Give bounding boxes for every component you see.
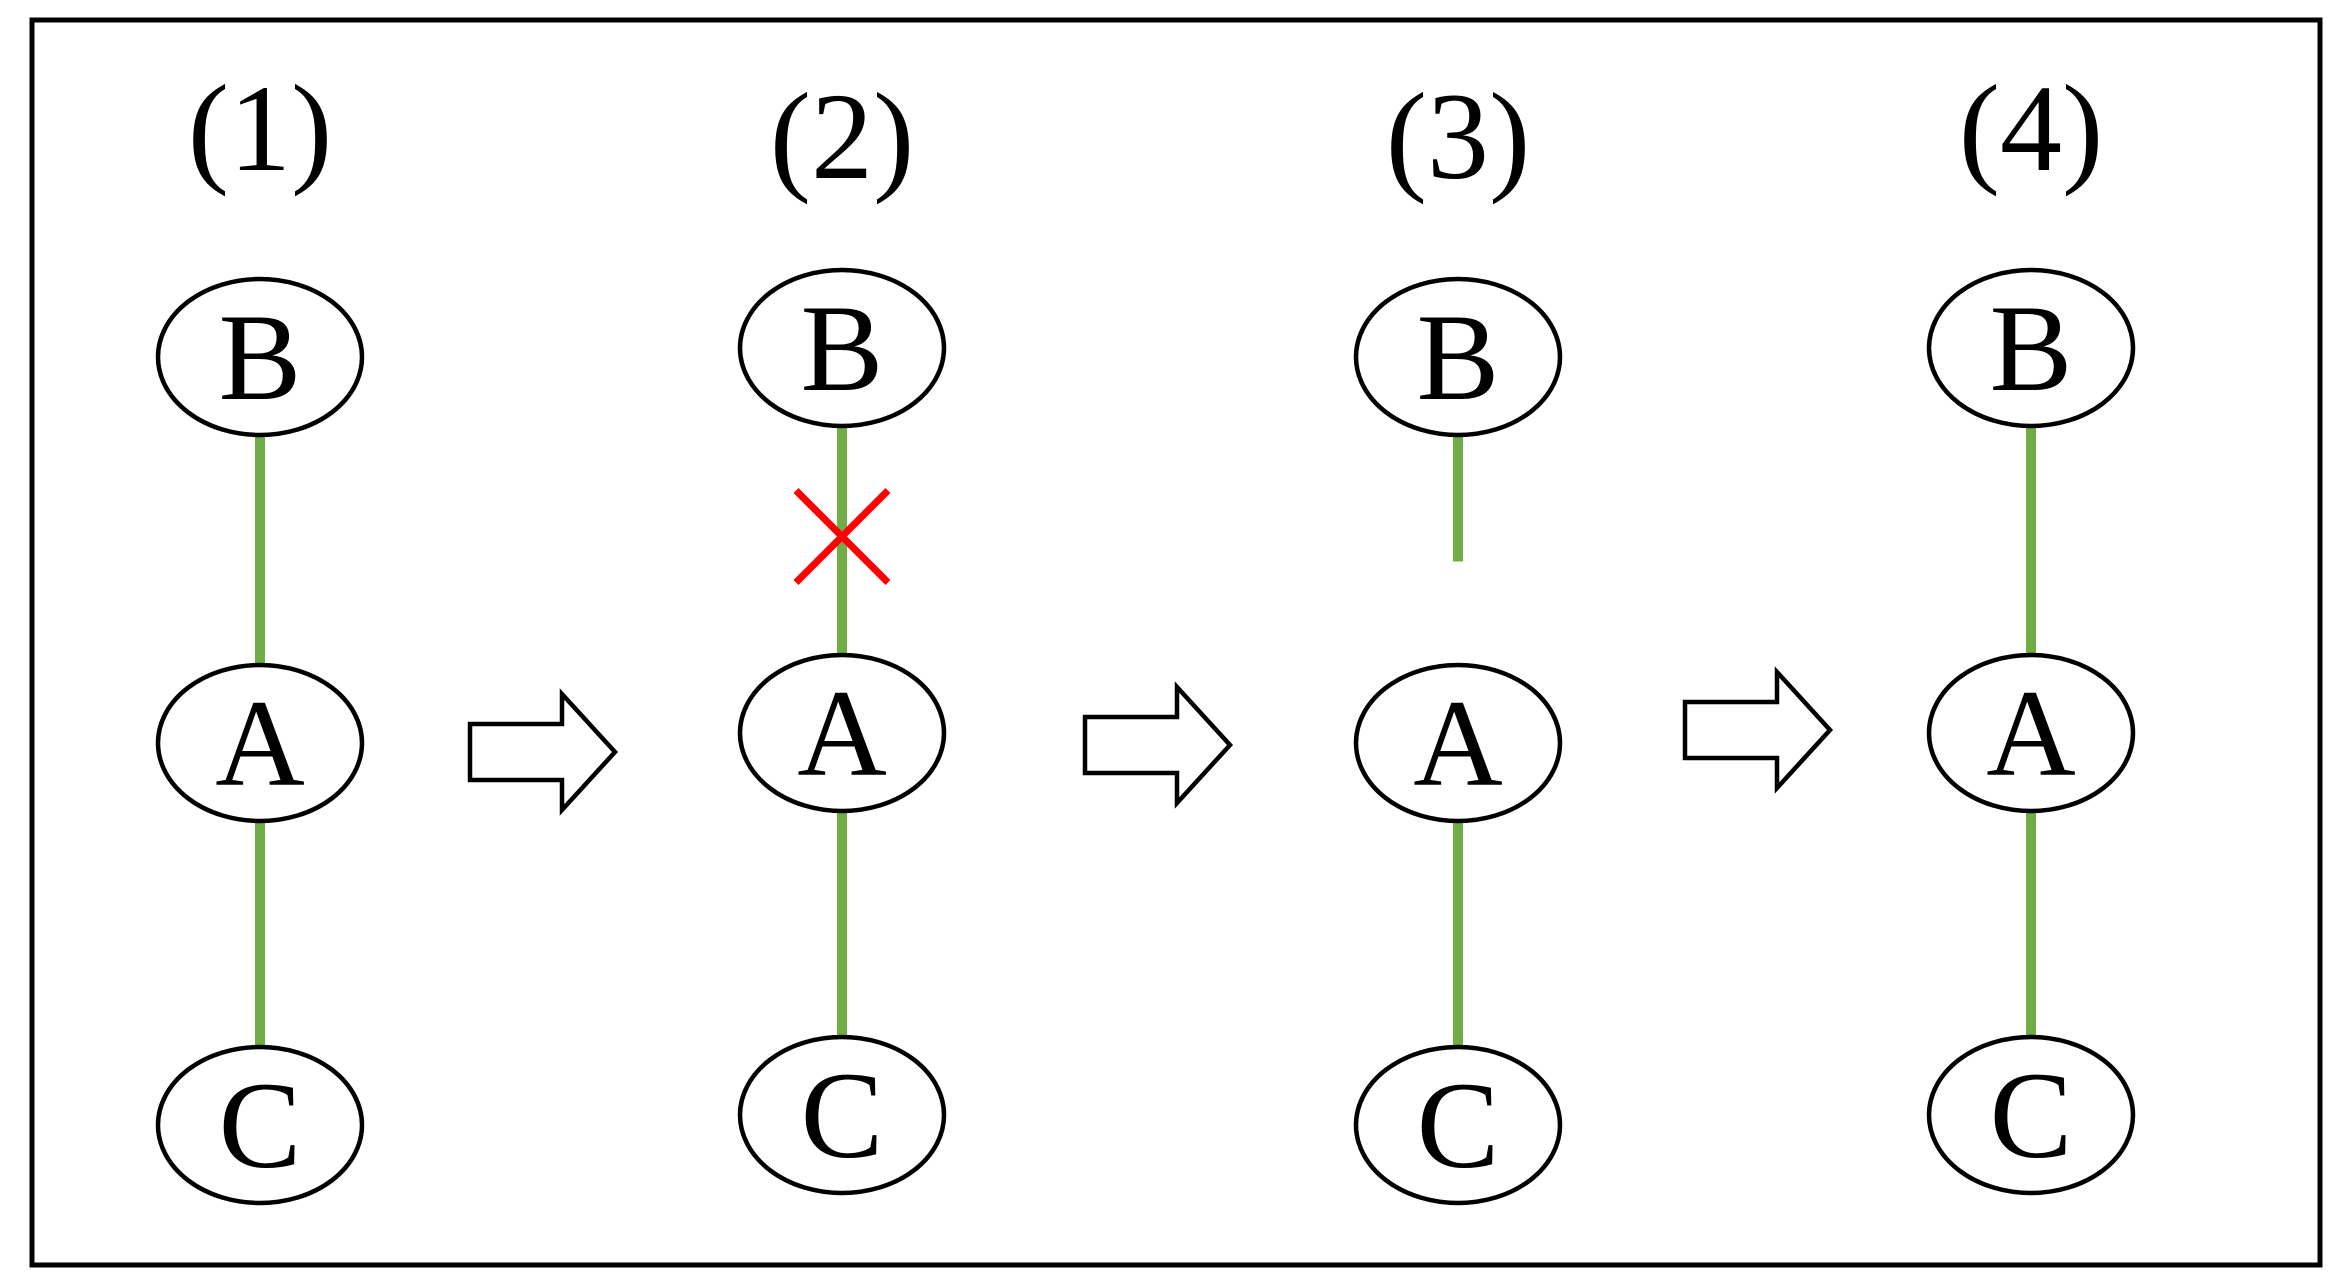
node-label: A bbox=[215, 675, 305, 812]
node-ellipse bbox=[1353, 662, 1563, 824]
node-ellipse bbox=[1353, 276, 1563, 438]
node-c: C bbox=[1926, 1034, 2136, 1196]
node-label: C bbox=[801, 1047, 884, 1184]
node-ellipse bbox=[155, 662, 365, 824]
node-label: B bbox=[1417, 289, 1500, 426]
node-label: A bbox=[1413, 675, 1503, 812]
node-ellipse bbox=[1353, 1044, 1563, 1206]
cut-x-icon bbox=[793, 488, 891, 585]
step-label: (4) bbox=[1959, 60, 2104, 197]
right-arrow-icon bbox=[1082, 681, 1234, 809]
step-4: (4) B A C bbox=[1926, 60, 2136, 1196]
step-label: (1) bbox=[188, 60, 333, 197]
node-a: A bbox=[737, 652, 947, 814]
node-b: B bbox=[1353, 276, 1563, 438]
node-label: C bbox=[219, 1057, 302, 1194]
node-ellipse bbox=[737, 1034, 947, 1196]
node-ellipse bbox=[737, 267, 947, 429]
right-arrow-icon bbox=[467, 688, 619, 816]
node-label: B bbox=[801, 280, 884, 417]
node-b: B bbox=[737, 267, 947, 429]
node-c: C bbox=[737, 1034, 947, 1196]
node-c: C bbox=[155, 1044, 365, 1206]
node-a: A bbox=[1353, 662, 1563, 824]
node-b: B bbox=[1926, 267, 2136, 429]
diagram-frame bbox=[29, 17, 2323, 1268]
node-label: A bbox=[1986, 665, 2076, 802]
cut-stroke bbox=[793, 488, 891, 585]
node-label: A bbox=[797, 665, 887, 802]
node-c: C bbox=[1353, 1044, 1563, 1206]
step-2: (2) B A C bbox=[737, 68, 947, 1196]
node-ellipse bbox=[155, 276, 365, 438]
node-label: B bbox=[219, 289, 302, 426]
node-label: C bbox=[1417, 1057, 1500, 1194]
node-ellipse bbox=[1926, 267, 2136, 429]
diagram-content: (1) B A C (2) B A C (3) B A C (4) B A C bbox=[155, 60, 2136, 1206]
node-ellipse bbox=[155, 1044, 365, 1206]
node-ellipse bbox=[737, 652, 947, 814]
node-b: B bbox=[155, 276, 365, 438]
step-label: (3) bbox=[1386, 68, 1531, 205]
node-label: C bbox=[1990, 1047, 2073, 1184]
step-1: (1) B A C bbox=[155, 60, 365, 1206]
node-a: A bbox=[1926, 652, 2136, 814]
node-a: A bbox=[155, 662, 365, 824]
step-label: (2) bbox=[770, 68, 915, 205]
step-3: (3) B A C bbox=[1353, 68, 1563, 1206]
node-ellipse bbox=[1926, 652, 2136, 814]
node-ellipse bbox=[1926, 1034, 2136, 1196]
node-label: B bbox=[1990, 280, 2073, 417]
right-arrow-icon bbox=[1682, 666, 1834, 794]
